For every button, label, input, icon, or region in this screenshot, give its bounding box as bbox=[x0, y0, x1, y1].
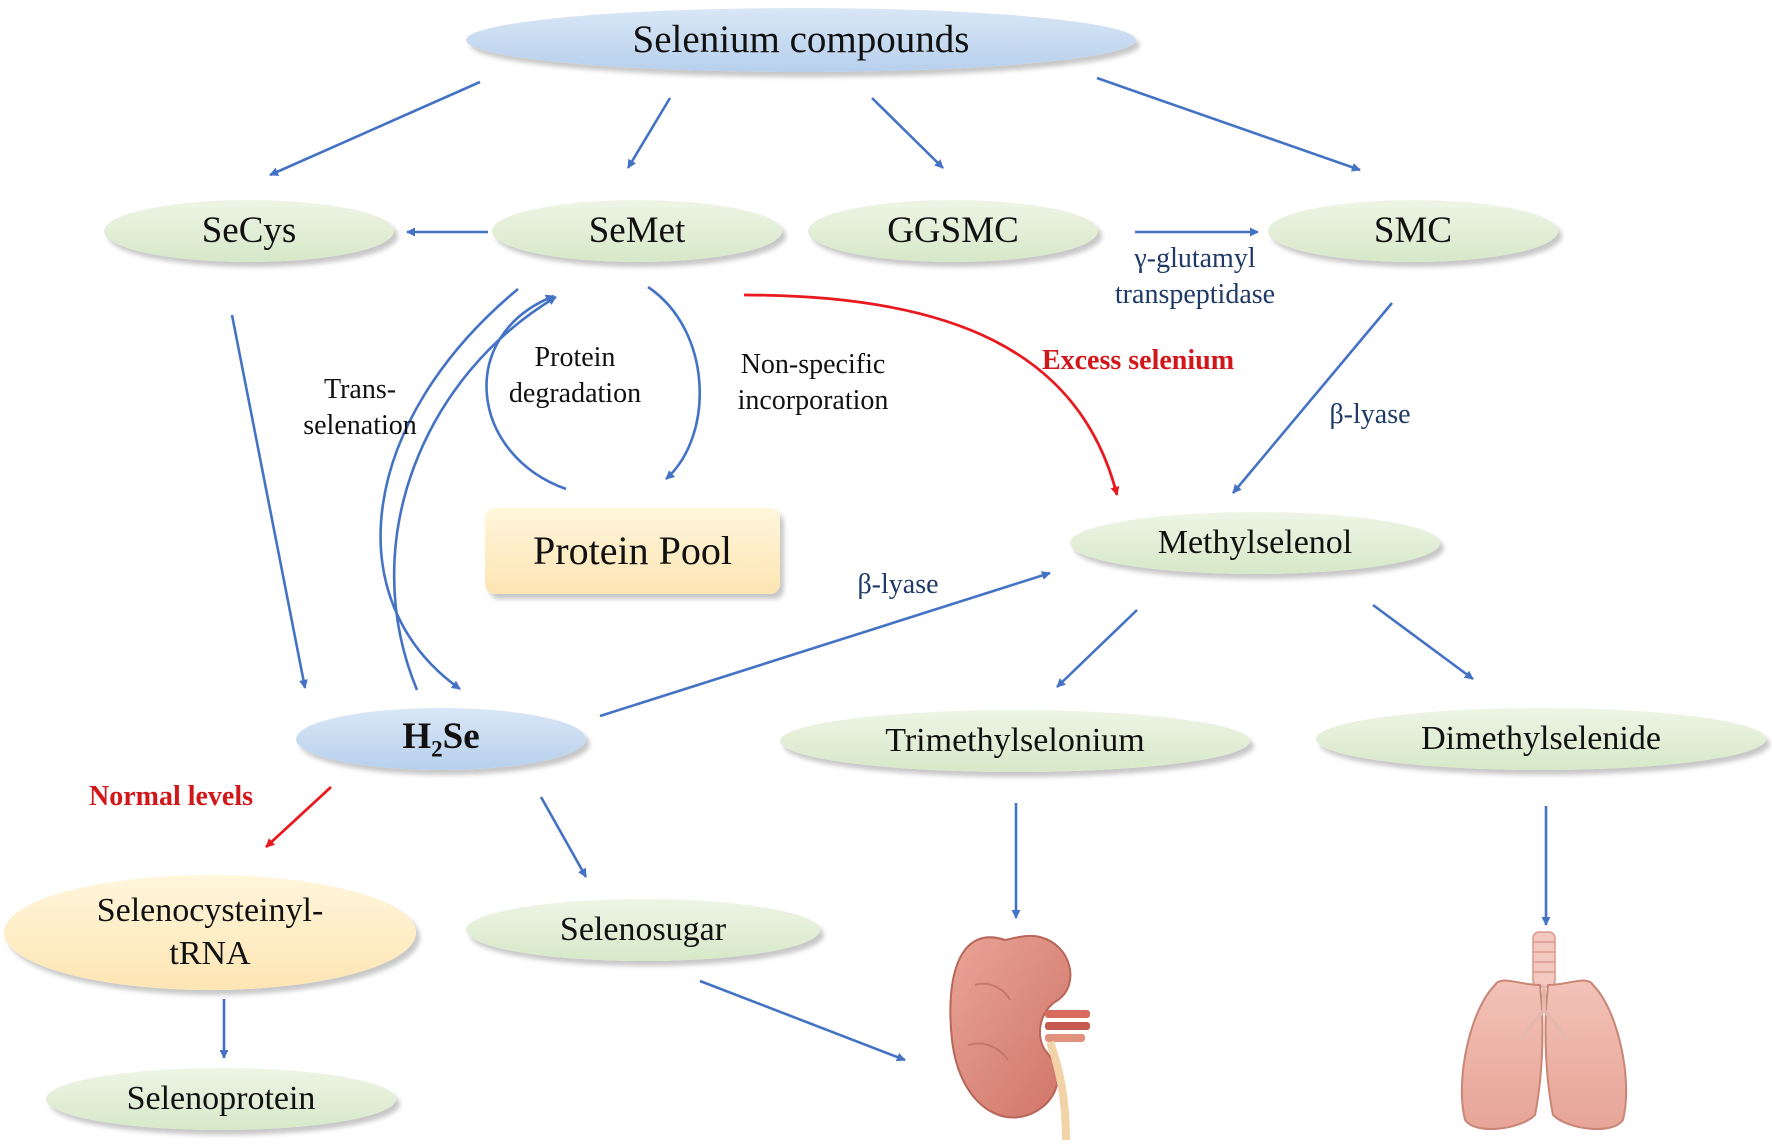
node-selenosugar: Selenosugar bbox=[466, 899, 820, 961]
node-label: Methylselenol bbox=[1157, 523, 1353, 561]
label-trans-selenation: Trans- selenation bbox=[303, 374, 417, 442]
node-label: GGSMC bbox=[887, 209, 1019, 251]
node-label: Selenium compounds bbox=[632, 17, 970, 61]
arrow-secys-to-h2se bbox=[230, 314, 308, 689]
arrow-semet-to-h2se bbox=[379, 287, 519, 691]
label-excess-selenium: Excess selenium bbox=[1041, 345, 1235, 376]
node-selenium-compounds: Selenium compounds bbox=[466, 8, 1136, 72]
arrow-methylselenol-to-dimethylselenide bbox=[1372, 603, 1474, 681]
arrow-h2se-to-selenosugar bbox=[539, 796, 588, 878]
label-gamma-glutamyl-transpeptidase: γ-glutamyl transpeptidase bbox=[1114, 243, 1276, 311]
arrow-proteinpool-to-semet bbox=[485, 294, 567, 491]
arrow-excess-selenium bbox=[743, 293, 1120, 496]
arrow-compounds-to-secys bbox=[269, 80, 481, 177]
node-dimethylselenide: Dimethylselenide bbox=[1316, 708, 1766, 770]
arrow-smc-to-methylselenol bbox=[1232, 302, 1393, 494]
node-label-line1: Selenocysteinyl- bbox=[96, 892, 324, 929]
node-secys: SeCys bbox=[104, 200, 394, 262]
node-label: Selenosugar bbox=[559, 910, 727, 948]
label-beta-lyase-h2se: β-lyase bbox=[857, 569, 939, 600]
node-ggsmc: GGSMC bbox=[808, 200, 1098, 262]
node-semet: SeMet bbox=[492, 200, 782, 262]
arrow-h2se-to-semet bbox=[392, 295, 557, 691]
arrow-normal-levels bbox=[265, 785, 332, 849]
kidney-icon bbox=[949, 934, 1090, 1141]
label-nonspecific-incorporation: Non-specific incorporation bbox=[737, 349, 889, 417]
node-smc: SMC bbox=[1268, 200, 1558, 262]
arrow-selenosugar-to-kidney bbox=[699, 979, 906, 1062]
node-selenoprotein: Selenoprotein bbox=[46, 1068, 396, 1130]
node-label: SeMet bbox=[588, 209, 686, 251]
label-normal-levels: Normal levels bbox=[88, 781, 254, 812]
node-h2se: H2Se bbox=[296, 708, 586, 770]
arrow-methylselenol-to-trimethylselonium bbox=[1056, 609, 1138, 688]
node-label: Selenoprotein bbox=[126, 1079, 316, 1117]
arrow-h2se-to-methylselenol bbox=[599, 571, 1051, 718]
node-label: Dimethylselenide bbox=[1421, 719, 1661, 757]
arrow-compounds-to-ggsmc bbox=[871, 97, 944, 169]
node-selenocysteinyl-trna: Selenocysteinyl- tRNA bbox=[4, 875, 416, 990]
arrow-compounds-to-smc bbox=[1096, 76, 1361, 172]
label-protein-degradation: Protein degradation bbox=[508, 342, 642, 410]
node-trimethylselonium: Trimethylselonium bbox=[780, 710, 1250, 772]
node-label: SMC bbox=[1373, 209, 1453, 251]
arrow-semet-to-proteinpool bbox=[647, 285, 701, 480]
node-label: Protein Pool bbox=[533, 528, 732, 573]
node-protein-pool: Protein Pool bbox=[485, 508, 780, 594]
arrow-compounds-to-semet bbox=[626, 97, 672, 169]
lungs-icon bbox=[1460, 931, 1628, 1131]
node-label: SeCys bbox=[201, 209, 297, 251]
node-label-line2: tRNA bbox=[169, 934, 251, 972]
node-methylselenol: Methylselenol bbox=[1070, 512, 1440, 574]
node-label: Trimethylselonium bbox=[885, 721, 1145, 759]
label-beta-lyase-smc: β-lyase bbox=[1329, 399, 1411, 430]
node-label: H2Se bbox=[402, 715, 480, 762]
